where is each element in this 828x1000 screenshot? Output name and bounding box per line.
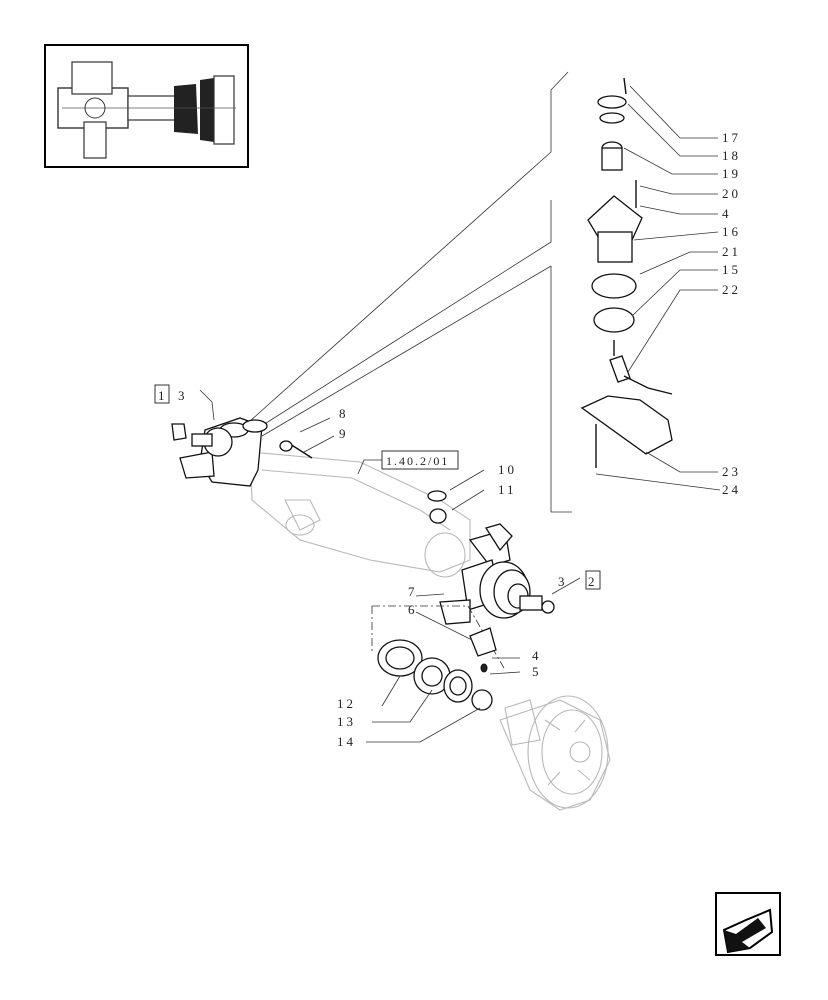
callout-20: 20 [722, 186, 741, 201]
callout-4-lower: 4 [532, 648, 542, 663]
callout-8: 8 [339, 406, 349, 421]
steering-knuckle-right [427, 490, 555, 625]
callout-19: 19 [722, 166, 741, 181]
steering-knuckle-left [171, 417, 313, 487]
callout-11: 11 [498, 482, 517, 497]
callout-5: 5 [532, 664, 542, 679]
axle-overview-inset [44, 44, 249, 168]
callout-22: 22 [722, 282, 741, 297]
callout-2: 2 [588, 574, 598, 589]
callout-14: 14 [337, 734, 356, 749]
callout-3-right: 3 [558, 574, 568, 589]
callout-10: 10 [498, 462, 517, 477]
callout-18: 18 [722, 148, 741, 163]
callout-17: 17 [722, 130, 741, 145]
callout-9: 9 [339, 426, 349, 441]
callout-6: 6 [408, 602, 418, 617]
speed-sensor-stack [580, 77, 673, 468]
axle-housing-ghost [249, 451, 611, 811]
reference-code: 1.40.2/01 [386, 454, 449, 468]
callout-23: 23 [722, 464, 741, 479]
callout-24: 24 [722, 482, 741, 497]
callout-13: 13 [337, 714, 356, 729]
bearing-cluster [371, 605, 505, 711]
callout-21: 21 [722, 244, 741, 259]
callout-15: 15 [722, 262, 741, 277]
callout-7: 7 [408, 584, 418, 599]
callout-1: 1 [158, 388, 168, 403]
reference-boxes [154, 384, 601, 590]
arrow-left-down-icon [722, 908, 774, 954]
navigation-button[interactable] [715, 892, 781, 956]
callout-12: 12 [337, 696, 356, 711]
sensor-assembly-leaders [239, 71, 572, 513]
callout-16: 16 [722, 224, 741, 239]
callout-leaders [199, 85, 721, 743]
callout-3-left: 3 [178, 388, 188, 403]
callout-4-upper: 4 [722, 206, 732, 221]
